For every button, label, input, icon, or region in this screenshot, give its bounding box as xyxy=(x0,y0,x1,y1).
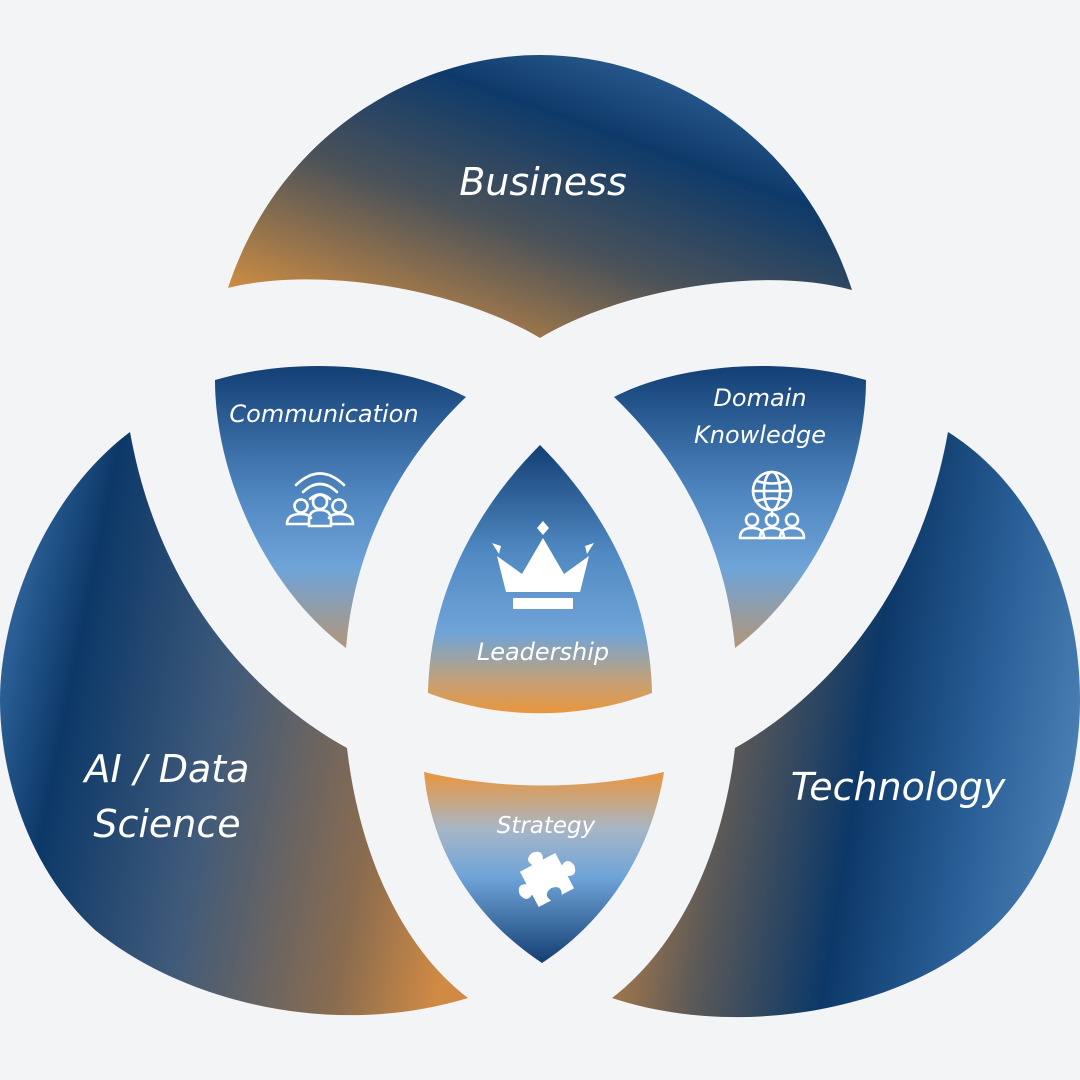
domain-knowledge-label: Domain xyxy=(713,384,806,412)
communication-segment xyxy=(215,365,466,648)
technology-label: Technology xyxy=(791,765,1006,809)
ai-data-science-segment xyxy=(0,432,468,1016)
audience-broadcast-icon xyxy=(285,472,355,528)
puzzle-piece-icon xyxy=(518,851,576,908)
crown-icon xyxy=(492,521,594,609)
domain-knowledge-segment xyxy=(614,365,866,648)
business-label: Business xyxy=(459,160,627,204)
domain-knowledge-label-line2: Knowledge xyxy=(694,421,826,449)
globe-group-icon xyxy=(738,470,806,540)
strategy-label: Strategy xyxy=(497,813,596,839)
leadership-label: Leadership xyxy=(477,638,609,666)
communication-label: Communication xyxy=(229,400,418,428)
ai-data-science-label-line2: Science xyxy=(93,802,240,846)
business-segment xyxy=(228,55,852,338)
ai-data-science-label: AI / Data xyxy=(82,747,250,791)
technology-segment xyxy=(612,432,1080,1018)
